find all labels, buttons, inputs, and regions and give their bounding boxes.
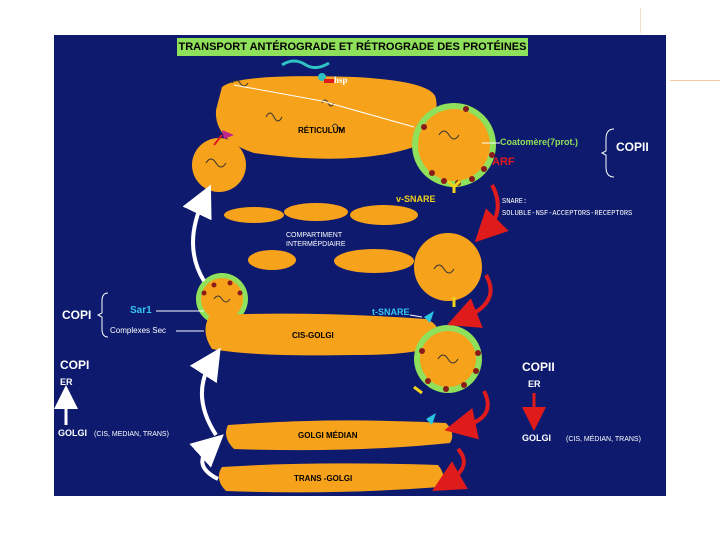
t-snare-marker-2	[426, 413, 436, 425]
retrograde-arrows	[182, 184, 224, 481]
trans-golgi-label: TRANS -GOLGI	[294, 474, 352, 483]
t-snare-marker	[424, 311, 434, 323]
copi-budding-vesicle	[196, 273, 248, 325]
reticulum-label: RÉTICULUM	[298, 126, 345, 135]
hsp-chaperone	[281, 59, 334, 83]
copii-top-label: COPII	[616, 140, 649, 154]
corner-decoration-line	[670, 80, 720, 81]
er-left-label: ER	[60, 377, 73, 387]
hsp-label: hsp	[334, 75, 348, 85]
golgi-median-organelle	[226, 420, 453, 451]
snare-title: SNARE:	[502, 198, 527, 206]
protein-squiggles	[231, 79, 415, 131]
diagram-slide: RÉTICULUM hsp Coatomère(7prot.) COPII AR…	[54, 35, 666, 496]
copii-bracket	[600, 128, 615, 178]
complexes-sec-label: Complexes Sec	[110, 326, 166, 335]
corner-decoration-line-2	[640, 8, 641, 33]
cis-golgi-organelle	[205, 313, 439, 356]
compartiment-label-1: COMPARTIMENT	[286, 232, 343, 239]
golgi-right-sub-label: (CIS, MÉDIAN, TRANS)	[566, 434, 641, 443]
golgi-left-label: GOLGI	[58, 428, 87, 438]
copi-bracket	[96, 292, 109, 338]
coatomere-label: Coatomère(7prot.)	[500, 137, 578, 147]
copi-bottom-label: COPI	[60, 358, 89, 372]
compartiment-label-2: INTERMÉPDIAIRE	[286, 239, 346, 248]
golgi-budding-vesicle	[413, 325, 482, 395]
copii-bottom-label: COPII	[522, 360, 555, 374]
golgi-right-label: GOLGI	[522, 433, 551, 443]
v-snare-label: v-SNARE	[396, 194, 436, 204]
arf-label: ARF	[492, 156, 515, 168]
golgi-median-label: GOLGI MÉDIAN	[298, 431, 358, 440]
transport-diagram: RÉTICULUM hsp Coatomère(7prot.) COPII AR…	[54, 59, 649, 493]
er-right-label: ER	[528, 379, 541, 389]
anterograde-arrows	[432, 184, 509, 491]
slide-title: TRANSPORT ANTÉROGRADE ET RÉTROGRADE DES …	[177, 38, 528, 56]
retrograde-vesicle-top	[192, 130, 246, 192]
t-snare-label: t-SNARE	[372, 307, 410, 317]
cis-golgi-label: CIS-GOLGI	[292, 331, 334, 340]
label-connectors	[156, 142, 500, 332]
trans-golgi-organelle	[218, 463, 444, 493]
reticulum-organelle	[215, 76, 437, 159]
anterograde-vesicle-mid	[414, 233, 482, 307]
snare-definition: SOLUBLE-NSF-ACCEPTORS-RECEPTORS	[502, 210, 632, 218]
copi-left-label: COPI	[62, 308, 91, 322]
golgi-left-sub-label: (CIS, MEDIAN, TRANS)	[94, 431, 169, 438]
sar1-label: Sar1	[130, 305, 152, 316]
er-budding-vesicle	[412, 103, 496, 187]
v-snare-marker	[446, 179, 462, 193]
intermediate-compartment	[224, 203, 418, 273]
